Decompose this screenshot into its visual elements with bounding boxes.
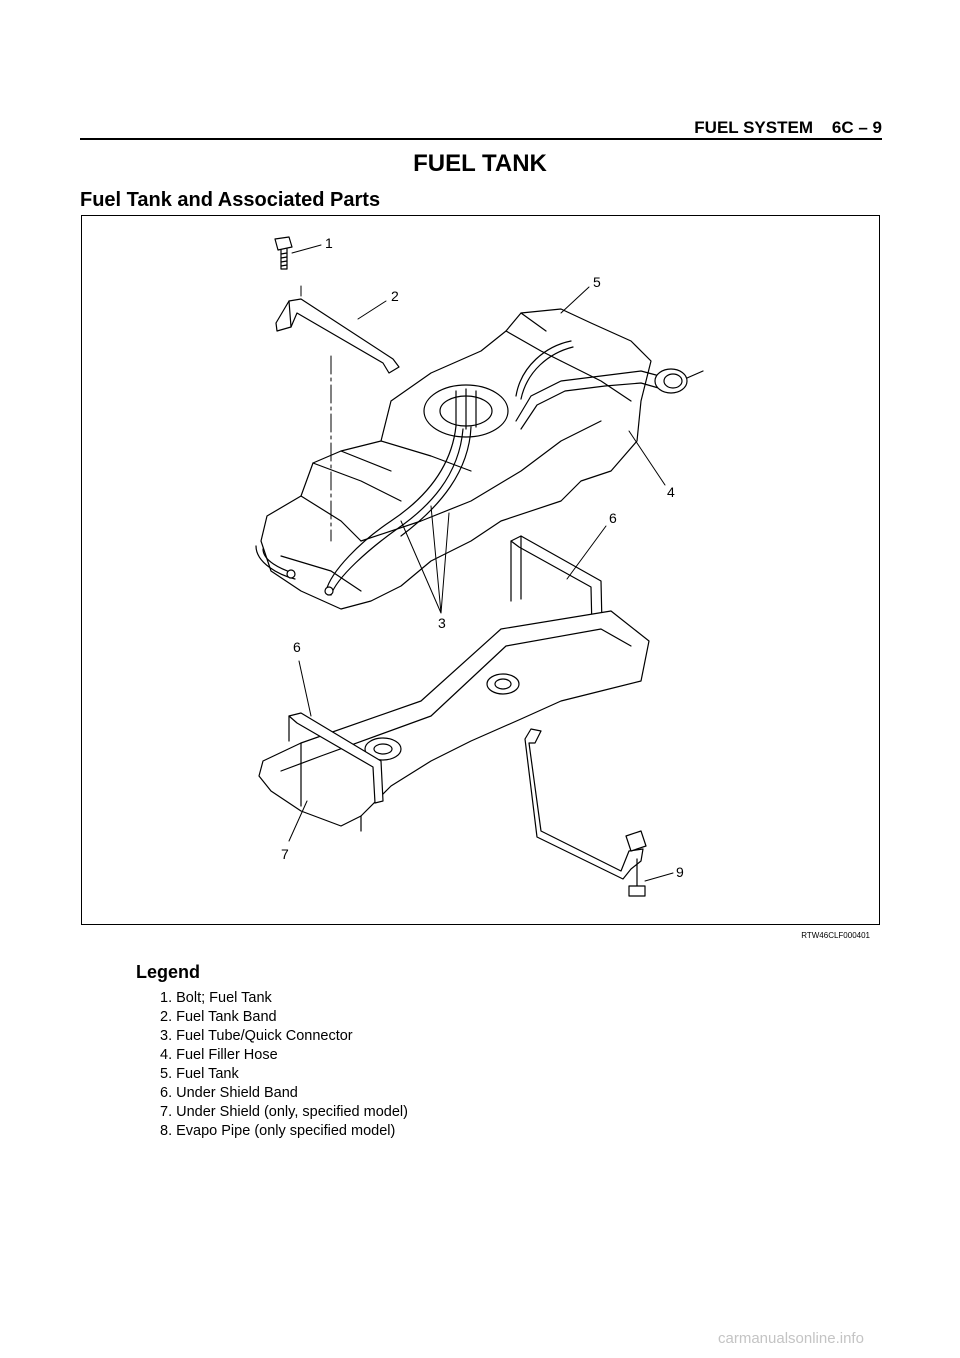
section-heading: Fuel Tank and Associated Parts xyxy=(80,189,381,211)
leader-lines xyxy=(288,244,674,882)
callouts: 1 2 5 4 6 3 6 7 9 xyxy=(281,235,684,880)
legend-item: 8. Evapo Pipe (only specified model) xyxy=(160,1123,396,1139)
under-shield-band-lower-drawing xyxy=(288,712,384,804)
callout-1: 1 xyxy=(325,235,333,251)
bolt-1-drawing xyxy=(274,236,293,270)
fuel-tank-drawing xyxy=(260,308,704,610)
watermark: carmanualsonline.info xyxy=(718,1330,864,1347)
header-section-title: FUEL SYSTEM xyxy=(694,118,813,137)
legend-item: 6. Under Shield Band xyxy=(160,1085,298,1101)
legend-item: 3. Fuel Tube/Quick Connector xyxy=(160,1028,353,1044)
legend-item: 7. Under Shield (only, specified model) xyxy=(160,1104,408,1120)
legend-item: 2. Fuel Tank Band xyxy=(160,1009,277,1025)
under-shield-drawing xyxy=(258,610,650,832)
callout-2: 2 xyxy=(391,288,399,304)
band-9-drawing xyxy=(524,728,647,897)
callout-5: 5 xyxy=(593,274,601,290)
header-rule xyxy=(80,138,882,140)
callout-6-upper: 6 xyxy=(609,510,617,526)
callout-7: 7 xyxy=(281,846,289,862)
callout-6-lower: 6 xyxy=(293,639,301,655)
callout-3: 3 xyxy=(438,615,446,631)
callout-9: 9 xyxy=(676,864,684,880)
diagram-drawing: 1 2 5 4 6 3 6 7 9 xyxy=(255,235,704,897)
page-title: FUEL TANK xyxy=(413,150,547,177)
legend-item: 4. Fuel Filler Hose xyxy=(160,1047,278,1063)
fuel-tank-band-drawing xyxy=(275,298,400,374)
running-header: FUEL SYSTEM 6C – 9 xyxy=(80,118,882,138)
exploded-diagram: 1 2 5 4 6 3 6 7 9 xyxy=(81,215,880,925)
legend-title: Legend xyxy=(136,962,201,982)
header-page-number: 6C – 9 xyxy=(831,118,882,137)
legend-item: 5. Fuel Tank xyxy=(160,1066,239,1082)
figure-id: RTW46CLF000401 xyxy=(801,931,870,940)
legend-list: 1. Bolt; Fuel Tank 2. Fuel Tank Band 3. … xyxy=(160,989,408,1141)
legend-item: 1. Bolt; Fuel Tank xyxy=(160,990,272,1006)
fuel-tubes-drawing xyxy=(255,425,472,596)
callout-4: 4 xyxy=(667,484,675,500)
